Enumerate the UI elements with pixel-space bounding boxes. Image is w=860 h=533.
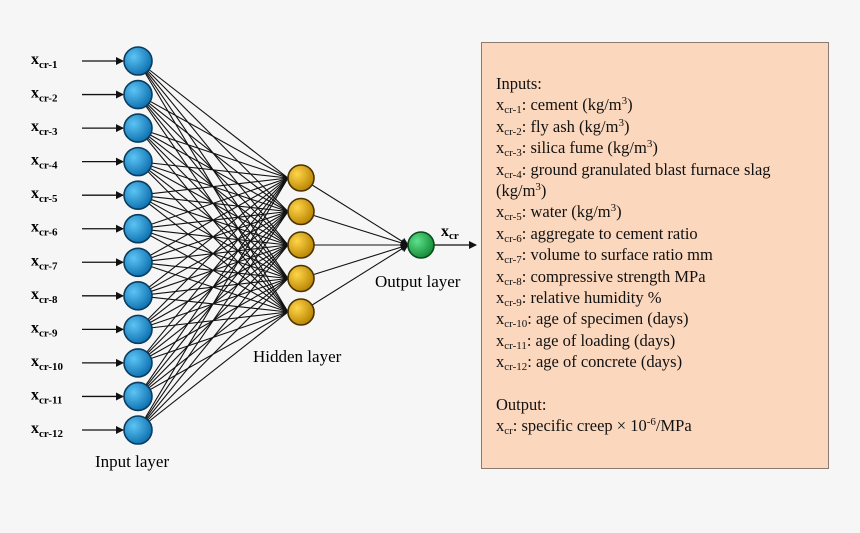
hidden-output-edge: [300, 177, 409, 246]
input-node: [123, 281, 153, 311]
legend-input-line: xcr-1: cement (kg/m3): [496, 95, 633, 117]
output-heading: Output:: [496, 394, 547, 414]
input-hidden-edge: [137, 244, 289, 431]
input-variable-label: xcr-3: [31, 118, 58, 138]
legend-input-line: xcr-12: age of concrete (days): [496, 352, 683, 374]
input-hidden-edge: [137, 177, 289, 431]
input-hidden-edge: [137, 177, 289, 263]
legend-input-line: xcr-2: fly ash (kg/m3): [496, 116, 630, 138]
legend-input-line: xcr-10: age of specimen (days): [496, 309, 689, 331]
input-variable-label: xcr-2: [31, 85, 58, 105]
input-arrows: [82, 57, 124, 434]
hidden-node: [287, 164, 315, 192]
legend-input-line: xcr-7: volume to surface ratio mm: [496, 245, 713, 267]
input-variable-label: xcr-1: [31, 51, 58, 71]
hidden-node: [287, 264, 315, 293]
input-hidden-edge: [137, 211, 289, 431]
network-nodes: [123, 46, 435, 445]
output-layer-label: Output layer: [375, 272, 461, 291]
input-variable-label: xcr-8: [31, 286, 58, 306]
input-hidden-edge: [137, 278, 289, 431]
input-variable-label: xcr-4: [31, 152, 58, 172]
legend-input-line: xcr-6: aggregate to cement ratio: [496, 223, 698, 245]
input-variable-label: xcr-10: [31, 353, 64, 373]
hidden-output-edge: [300, 210, 409, 247]
input-node: [123, 247, 153, 278]
legend-input-line: xcr-4: ground granulated blast furnace s…: [496, 159, 771, 181]
input-hidden-edge: [137, 311, 289, 431]
legend-input-line: (kg/m3): [496, 181, 547, 201]
input-hidden-edge: [137, 177, 289, 230]
input-node: [123, 180, 153, 210]
input-hidden-edge: [137, 94, 289, 179]
legend-input-line: xcr-9: relative humidity %: [496, 288, 662, 310]
input-variable-label: xcr-5: [31, 185, 58, 205]
input-node: [123, 381, 153, 412]
input-layer-label: Input layer: [95, 452, 169, 471]
output-definition: xcr: specific creep × 10-6/MPa: [496, 415, 828, 438]
input-hidden-edge: [137, 161, 289, 179]
input-hidden-edge: [137, 177, 289, 330]
inputs-list: xcr-1: cement (kg/m3)xcr-2: fly ash (kg/…: [496, 94, 828, 372]
hidden-node: [287, 197, 315, 226]
input-hidden-edge: [137, 60, 289, 179]
input-hidden-edge: [137, 127, 289, 179]
input-node: [123, 46, 153, 76]
input-variable-labels: xcr-1 xcr-2 xcr-3 xcr-4 xcr-5 xcr-6 xcr-7 xcr-8…: [31, 51, 459, 440]
input-variable-label: xcr-6: [31, 219, 58, 239]
network-connections: [137, 60, 477, 431]
legend-output-line: xcr: specific creep × 10-6/MPa: [496, 416, 692, 438]
legend-input-line: xcr-8: compressive strength MPa: [496, 266, 706, 288]
input-node: [123, 113, 153, 143]
legend-input-line: xcr-11: age of loading (days): [496, 330, 676, 352]
input-hidden-edge: [137, 177, 289, 297]
input-node: [123, 348, 153, 378]
input-variable-label: xcr-11: [31, 386, 62, 406]
input-variable-label: xcr-9: [31, 319, 58, 339]
hidden-layer-label: Hidden layer: [253, 347, 342, 366]
inputs-heading: Inputs:: [496, 74, 542, 93]
input-node: [123, 79, 153, 110]
hidden-node: [287, 231, 315, 259]
legend-input-line: xcr-5: water (kg/m3): [496, 202, 622, 224]
input-node: [123, 415, 153, 445]
hidden-output-edge: [300, 244, 409, 313]
input-node: [123, 146, 153, 177]
variable-legend-box: Inputs: xcr-1: cement (kg/m3)xcr-2: fly …: [481, 42, 829, 469]
input-variable-label: xcr-12: [31, 420, 64, 440]
input-hidden-edge: [137, 177, 289, 196]
output-variable-label: xcr: [441, 223, 459, 242]
output-node: [407, 231, 435, 259]
hidden-output-edge: [300, 243, 409, 280]
input-hidden-edge: [137, 177, 289, 364]
legend-input-line: xcr-3: silica fume (kg/m3): [496, 138, 658, 160]
hidden-node: [287, 298, 315, 326]
input-node: [123, 314, 153, 345]
input-node: [123, 213, 153, 244]
input-hidden-edge: [137, 177, 289, 397]
input-variable-label: xcr-7: [31, 252, 58, 272]
